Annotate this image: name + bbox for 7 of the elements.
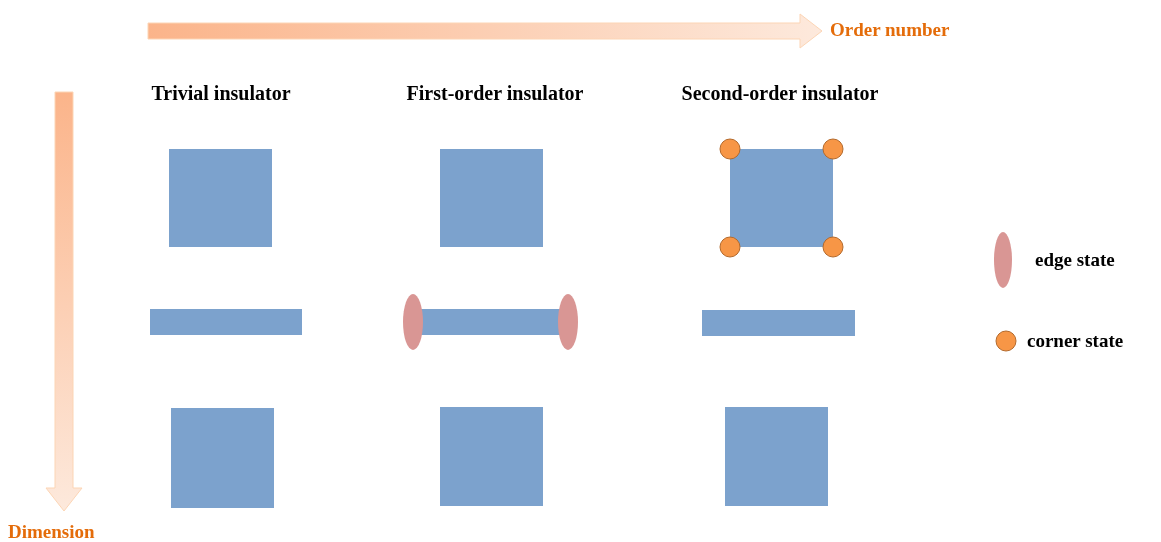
column-heading: Second-order insulator <box>681 83 879 103</box>
axis-label: Order number <box>830 20 950 39</box>
axis-label: Dimension <box>8 522 95 541</box>
column-heading: First-order insulator <box>406 83 584 103</box>
column-heading: Trivial insulator <box>151 83 291 103</box>
legend-label: edge state <box>1035 250 1115 269</box>
legend-label: corner state <box>1027 331 1124 350</box>
